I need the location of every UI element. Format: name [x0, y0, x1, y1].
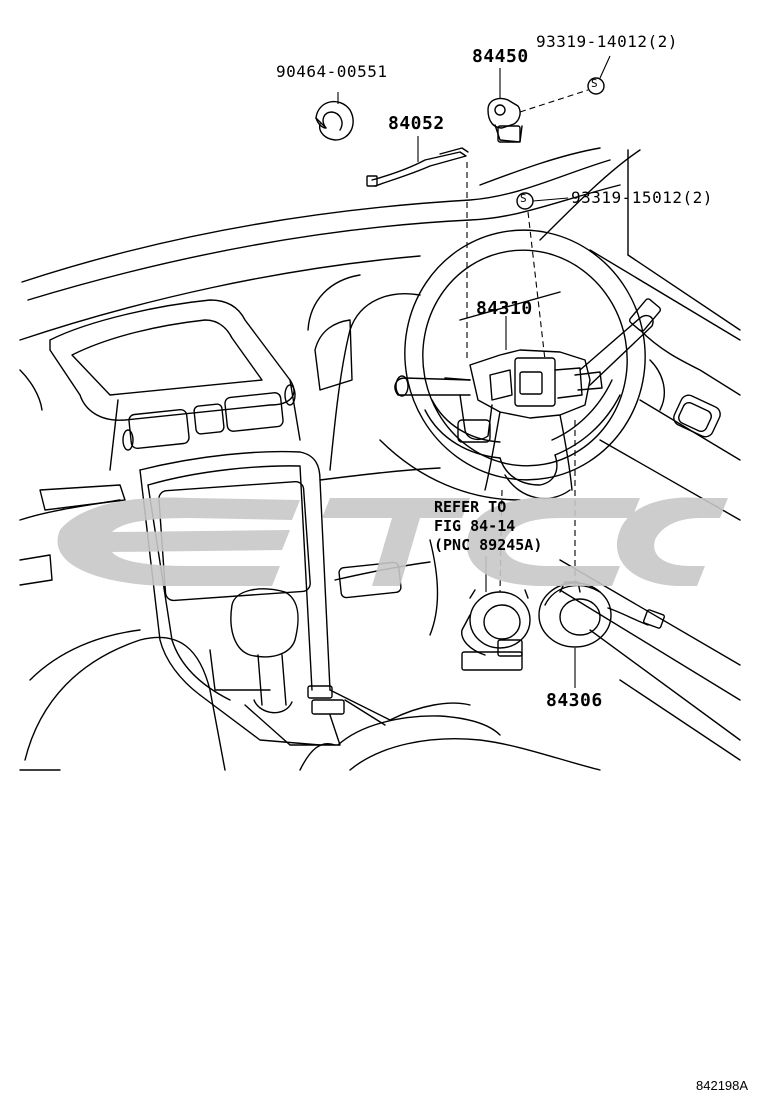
label-switch-assy: 84310	[476, 298, 533, 319]
reference-line-1: REFER TO	[434, 498, 507, 516]
steering-wheel-rim-inner	[406, 234, 644, 482]
leader-screw-top	[600, 56, 610, 78]
steering-spoke-right	[555, 395, 620, 455]
label-sensor: 84450	[472, 46, 529, 67]
leader-screw-mid-dash	[528, 212, 545, 360]
steering-wheel-rim	[385, 211, 665, 499]
harness-part	[372, 152, 466, 186]
dashboard-top-edge	[22, 160, 610, 282]
sensor-part	[488, 98, 520, 128]
vent-left-2	[194, 404, 225, 435]
screw-symbol-mid-letter: S	[520, 192, 528, 205]
windshield-base	[20, 256, 420, 340]
screw-symbol-top	[588, 78, 604, 94]
steering-spoke-left	[425, 410, 500, 458]
combination-switch-body	[470, 350, 590, 418]
gear-knob	[231, 589, 298, 657]
label-screw-mid: 93319-15012(2)	[571, 188, 713, 207]
reference-line-3: (PNC 89245A)	[434, 536, 543, 554]
reference-note: REFER TO FIG 84-14 (PNC 89245A)	[434, 498, 542, 555]
leader-screw-top-dash	[520, 90, 588, 112]
label-spiral-cable: 84306	[546, 690, 603, 711]
vent-left-1	[128, 409, 189, 449]
left-binnacle	[50, 300, 294, 420]
watermark	[57, 497, 728, 586]
label-clip: 90464-00551	[276, 62, 388, 81]
figure-id: 842198A	[696, 1078, 749, 1093]
screw-symbol-top-letter: S	[591, 77, 599, 90]
vent-left-3	[224, 392, 283, 432]
leader-screw-mid	[533, 198, 568, 201]
right-stalk	[580, 316, 653, 385]
label-harness: 84052	[388, 113, 445, 134]
gear-stem	[258, 655, 286, 705]
clip-part	[316, 102, 353, 140]
dashboard-top-edge-inner	[28, 185, 620, 300]
label-screw-top: 93319-14012(2)	[536, 32, 678, 51]
center-console	[140, 452, 330, 690]
reference-line-2: FIG 84-14	[434, 517, 516, 535]
